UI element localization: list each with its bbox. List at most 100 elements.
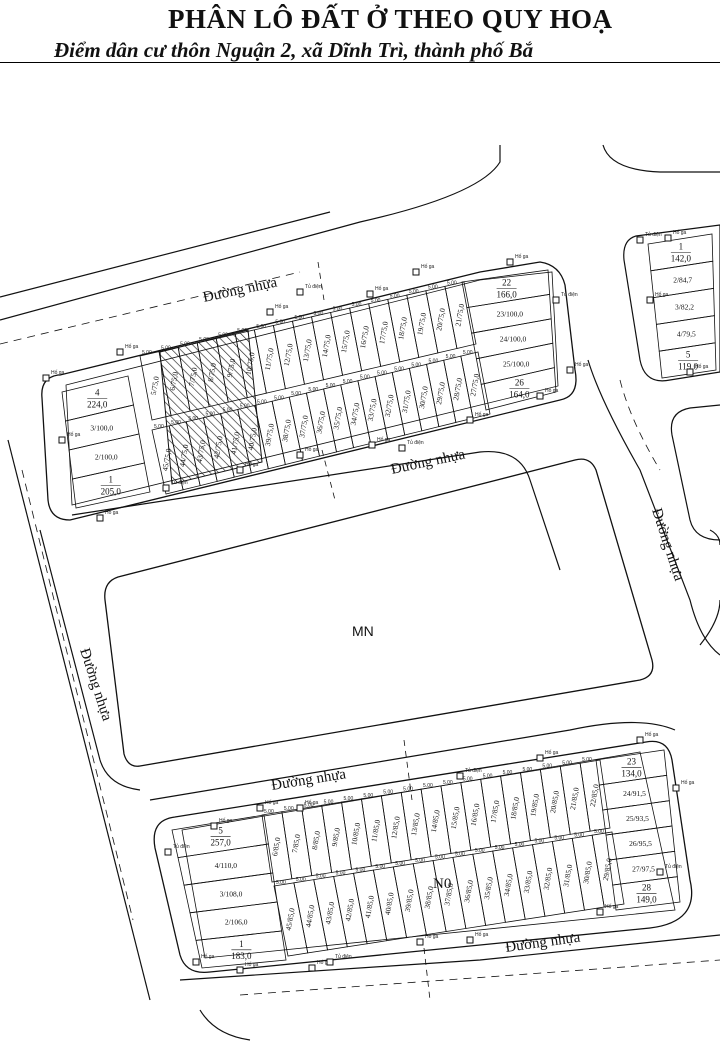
block-top-north-lot-label: 10/75,0 [244, 351, 257, 375]
block-bottom-west-lot-number: 5 [218, 826, 223, 836]
block-top-north-lot-label: 13/75,0 [301, 338, 314, 362]
manhole-marker [636, 736, 644, 744]
marker-label: Hố ga [305, 447, 319, 453]
road-label-bottom: Đường nhựa [504, 930, 581, 956]
dimension-label: 5.00 [522, 767, 532, 773]
block-top-north-lot-label: 9/75,0 [225, 358, 237, 378]
dimension-label: 5.00 [264, 809, 274, 815]
block-top-south-lot-label: 40/75,0 [246, 427, 259, 451]
dimension-label: 5.00 [371, 298, 381, 304]
block-ne-lot-area: 142,0 [671, 254, 692, 264]
dimension-label: 5.00 [377, 371, 387, 377]
block-top-south-lot-label: 33/75,0 [366, 398, 379, 422]
marker-label: Hố ga [655, 292, 669, 298]
dimension-label: 5.00 [534, 839, 544, 845]
block-ne-lot [658, 342, 717, 379]
marker-label: Hố ga [125, 344, 139, 350]
marker-label: Hố ga [673, 230, 687, 236]
dimension-label: 5.00 [344, 796, 354, 802]
block-bottom-north-lot-label: 18/85,0 [508, 796, 521, 820]
dimension-label: 5.00 [423, 783, 433, 789]
dimension-label: 5.00 [275, 320, 285, 326]
block-bottom-south-lot-label: 29/85,0 [601, 857, 614, 881]
block-bottom-south-lot-label: 45/85,0 [284, 907, 297, 931]
block-bottom-north-lot-label: 11/85,0 [369, 819, 382, 843]
block-bottom-south-lot-label: 36/85,0 [462, 879, 475, 903]
block-bottom-north-lot-label: 6/85,0 [270, 836, 282, 856]
header-rule [0, 62, 720, 63]
manhole-marker [96, 514, 104, 522]
block-top-west-lot-number: 1 [109, 475, 114, 485]
manhole-marker [296, 451, 304, 459]
header: PHÂN LÔ ĐẤT Ở THEO QUY HOẠ Điểm dân cư t… [0, 0, 720, 63]
block-bottom-north-lot-label: 9/85,0 [330, 827, 342, 847]
block-bottom-south-lot-label: 43/85,0 [323, 901, 336, 925]
block-code-label: N0 [433, 876, 451, 892]
block-bottom-west-lot-label: 3/108,0 [220, 889, 243, 898]
manhole-marker [256, 804, 264, 812]
block-bottom-east-lot-label: 25/93,5 [626, 814, 649, 823]
dimension-label: 5.00 [582, 757, 592, 763]
marker-label: Hố ga [245, 962, 259, 968]
marker-label: Tủ điện [407, 439, 424, 446]
manhole-marker [116, 348, 124, 356]
block-top-north-lot [444, 281, 477, 349]
dimension-label: 5.00 [304, 803, 314, 809]
marker-label: Hố ga [575, 362, 589, 368]
dimension-label: 5.00 [415, 858, 425, 864]
manhole-marker [58, 436, 66, 444]
block-bottom-west-lot-label: 4/110,0 [215, 861, 238, 870]
dimension-label: 5.00 [171, 420, 181, 426]
block-ne-lot-number: 5 [686, 350, 691, 360]
block-top-north-lot-label: 11/75,0 [263, 347, 276, 371]
manhole-marker [296, 288, 304, 296]
block-top-east-lot-label: 25/100,0 [503, 360, 530, 369]
block-top-south-lot-label: 27/75,0 [468, 373, 481, 397]
marker-label: Hố ga [105, 510, 119, 516]
dimension-label: 5.00 [383, 790, 393, 796]
dimension-label: 5.00 [336, 870, 346, 876]
marker-label: Tủ điện [645, 231, 662, 238]
block-top-west-lot-area: 224,0 [87, 400, 108, 410]
marker-label: Hố ga [681, 780, 695, 786]
dimension-label: 5.00 [360, 375, 370, 381]
block-bottom-east-lot-number: 23 [627, 757, 637, 767]
manhole-marker [164, 848, 172, 856]
block-bottom-north-lot-label: 7/85,0 [290, 833, 302, 853]
manhole-marker [506, 258, 514, 266]
block-top-outline [41, 261, 577, 521]
block-bottom-north-lot-label: 19/85,0 [528, 793, 541, 817]
block-top-west-lot-label: 3/100,0 [90, 424, 113, 433]
marker-label: Hố ga [265, 800, 279, 806]
block-top-west-lot [72, 462, 151, 509]
block-bottom-south-lot-label: 41/85,0 [363, 895, 376, 919]
manhole-marker [266, 308, 274, 316]
block-top-south-lot-label: 36/75,0 [314, 410, 327, 434]
dimension-label: 5.00 [274, 395, 284, 401]
marker-label: Tủ điện [561, 291, 578, 298]
block-bottom-north-lot-label: 12/85,0 [389, 815, 402, 839]
block-bottom-west-lot-number: 1 [239, 939, 244, 949]
block-top-inner [65, 271, 559, 506]
manhole-marker [656, 868, 664, 876]
manhole-marker [456, 772, 464, 780]
mn-label: MN [352, 623, 374, 639]
dimension-label: 5.00 [180, 341, 190, 347]
dimension-label: 5.00 [237, 328, 247, 334]
dimension-label: 5.00 [352, 302, 362, 308]
dimension-label: 5.00 [218, 333, 228, 339]
marker-label: Tủ điện [173, 843, 190, 850]
dimension-label: 5.00 [343, 379, 353, 385]
manhole-marker [416, 938, 424, 946]
block-ne-outline [623, 224, 720, 382]
dimension-label: 5.00 [142, 350, 152, 356]
marker-label: Hố ga [67, 432, 81, 438]
block-top-south-lot-label: 38/75,0 [280, 418, 293, 442]
marker-label: Hố ga [425, 934, 439, 940]
block-ne-lot-label: 2/84,7 [673, 276, 692, 285]
dimension-label: 5.00 [284, 806, 294, 812]
block-bottom-east-lot-label: 24/91,5 [623, 789, 646, 798]
dimension-label: 5.00 [435, 855, 445, 861]
manhole-marker [686, 368, 694, 376]
